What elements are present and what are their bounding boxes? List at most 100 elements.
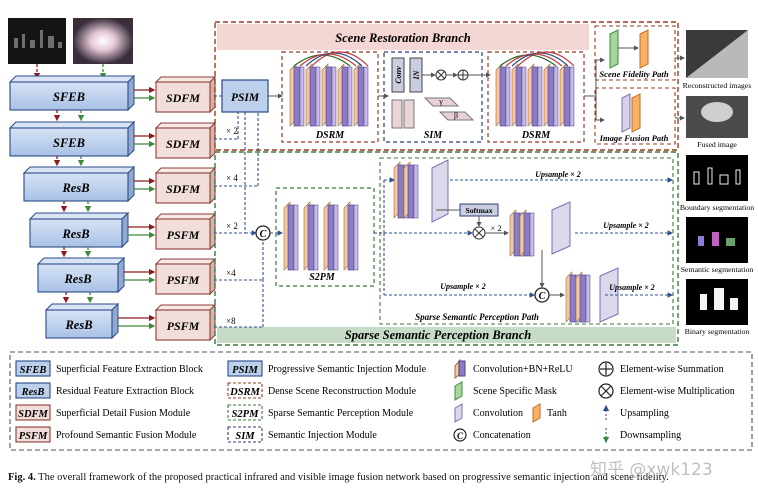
encoder-block-label: ResB [61, 181, 89, 195]
legend-col2-text-4: Semantic Injection Module [268, 430, 377, 441]
fidelity-tanh-block [639, 29, 649, 69]
ssp-conv-c-layer-2 [575, 271, 591, 323]
legend-abbr: SIM [235, 431, 255, 442]
encoder-block-6: ResB [44, 302, 120, 340]
dsrm-label-1: DSRM [315, 130, 345, 141]
legend-col1-swatch-2: ResB [15, 382, 51, 399]
tanh-icon [532, 403, 541, 423]
legend-col3-text-4: Concatenation [473, 430, 531, 441]
scene-fidelity-path-frame [594, 25, 676, 81]
encoder-block-3: ResB [22, 165, 136, 213]
legend-frame [9, 351, 753, 451]
semantic-x2-label: × 2 [490, 223, 501, 233]
legend-col1-text-3: Superficial Detail Fusion Module [56, 408, 191, 419]
psim-label: PSIM [231, 92, 260, 104]
sparse-semantic-path-label: Sparse Semantic Perception Path [415, 312, 539, 322]
fusion-module-3: SDFM [134, 166, 217, 205]
sim-gamma-block [423, 97, 460, 107]
fusion-module-2: SDFM [134, 121, 217, 160]
scale-label-2: × 4 [226, 173, 238, 183]
s2pm-conv-layer-4 [343, 201, 359, 271]
scene-mask-block [609, 29, 619, 69]
legend-col3-text-3: Convolution [473, 408, 523, 419]
sim-conv-label: Conv [394, 66, 403, 84]
scale-label-5: ×8 [226, 316, 236, 326]
s2pm-conv-layer-3 [323, 201, 339, 271]
caption-label: Fig. 4. [8, 472, 36, 483]
legend-col2-swatch-4: SIM [227, 426, 263, 443]
softmax-label: Softmax [466, 206, 493, 215]
legend-col1-swatch-4: PSFM [15, 426, 51, 443]
sim-conv-block [391, 57, 405, 93]
restoration-branch-title: Scene Restoration Branch [335, 31, 470, 45]
legend-col2-swatch-1: PSIM [227, 360, 263, 377]
dsrm-frame-2 [487, 51, 585, 143]
legend-col4-text-2: Element-wise Multiplication [620, 386, 735, 397]
s2pm-conv-layer-2 [303, 201, 319, 271]
sim-in-label: IN [412, 69, 421, 80]
dsrm1-conv-layer-4 [337, 63, 353, 127]
encoder-block-label: ResB [61, 227, 89, 241]
output-label-reconstructed: Reconstructed images [683, 81, 752, 90]
sim-gamma-label: γ [438, 97, 443, 106]
concatenation-icon-label: C [457, 431, 464, 441]
fusion-module-label: PSFM [167, 273, 200, 287]
legend-col1-text-1: Superficial Feature Extraction Block [56, 364, 203, 375]
encoder-block-label: SFEB [53, 136, 85, 150]
fusion-module-6: PSFM [118, 303, 217, 342]
legend-abbr: ResB [21, 387, 45, 398]
encoder-block-5: ResB [36, 256, 126, 304]
legend-abbr: PSFM [19, 431, 48, 442]
dsrm1-conv-layer-3 [321, 63, 337, 127]
legend-col1-swatch-3: SDFM [15, 404, 51, 421]
legend-col4-text-3: Upsampling [620, 408, 669, 419]
ssp-conv-a-layer-2 [403, 161, 419, 219]
legend-abbr: PSIM [232, 365, 258, 376]
fusion-module-label: SDFM [166, 137, 200, 151]
upsample-label-2: Upsample × 2 [603, 221, 648, 230]
scale-label-1: × 2 [226, 126, 238, 136]
legend-col4-text-1: Element-wise Summation [620, 364, 724, 375]
semantic-branch-band [217, 327, 676, 343]
s2pm-label: S2PM [309, 272, 336, 283]
legend-abbr: SFEB [20, 365, 47, 376]
semantic-branch-title: Sparse Semantic Perception Branch [345, 328, 532, 342]
encoder-block-4: ResB [28, 211, 130, 258]
watermark: 知乎 @xwk123 [590, 460, 713, 480]
legend-col1-swatch-1: SFEB [15, 360, 51, 377]
legend-abbr: SDFM [18, 409, 48, 420]
encoder-block-label: ResB [63, 272, 91, 286]
fusion-module-label: PSFM [167, 319, 200, 333]
concat-node-main-label: C [260, 229, 267, 240]
legend-col4-text-4: Downsampling [620, 430, 681, 441]
output-label-binary: Binary segmentation [685, 327, 750, 336]
fusion-module-1: SDFM [134, 75, 217, 114]
legend-col1-text-4: Profound Semantic Fusion Module [56, 430, 197, 441]
ssp-gray-conv-c [599, 267, 619, 323]
sparse-semantic-path-frame [379, 157, 674, 325]
image-fusion-path-label: Image Fusion Path [599, 133, 669, 143]
fusion-module-label: SDFM [166, 91, 200, 105]
legend-col3-text-1: Convolution+BN+ReLU [473, 364, 573, 375]
ssp-gray-conv-b [551, 201, 571, 255]
scene-fidelity-path-label: Scene Fidelity Path [599, 69, 668, 79]
s2pm-frame [275, 187, 375, 287]
fusion-module-label: SDFM [166, 182, 200, 196]
output-label-semantic: Semantic segmentation [681, 265, 754, 274]
scale-label-3: × 2 [226, 221, 238, 231]
concatenation-icon [453, 428, 467, 442]
upsample-label-3: Upsample × 2 [440, 282, 485, 291]
encoder-block-2: SFEB [8, 120, 136, 167]
legend-col2-text-1: Progressive Semantic Injection Module [268, 364, 427, 375]
dsrm-label-2: DSRM [521, 130, 551, 141]
caption-text: The overall framework of the proposed pr… [38, 472, 669, 483]
legend-col1-text-2: Residual Feature Extraction Block [56, 386, 194, 397]
dsrm2-conv-layer-4 [543, 63, 559, 127]
sim-label: SIM [424, 130, 443, 141]
output-label-boundary: Boundary segmentation [680, 203, 754, 212]
dsrm2-conv-layer-2 [511, 63, 527, 127]
fusion-tanh-block [631, 93, 641, 133]
upsample-label-1: Upsample × 2 [535, 170, 580, 179]
boundary-segmentation-thumb [686, 155, 748, 201]
